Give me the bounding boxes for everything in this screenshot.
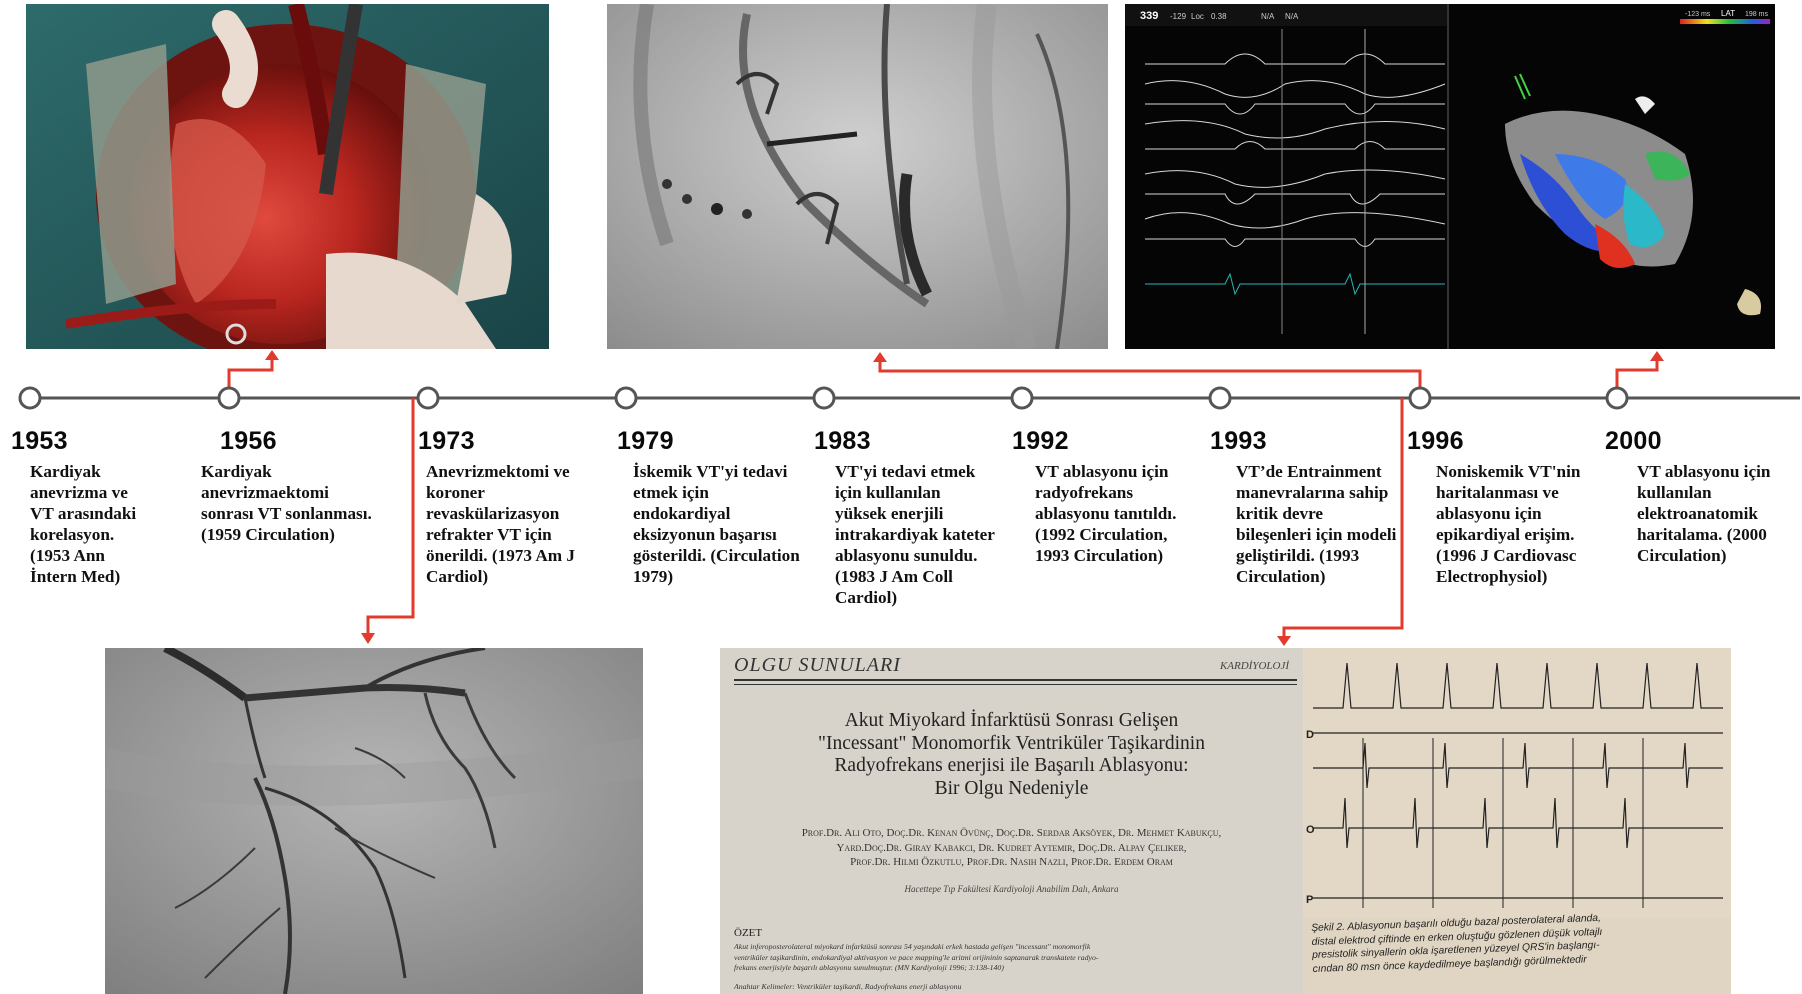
year-1992: 1992: [1012, 427, 1069, 456]
paper-scan: OLGU SUNULARI KARDİYOLOJİ Akut Miyokard …: [720, 648, 1303, 994]
year-1953: 1953: [11, 427, 68, 456]
node-1956: [219, 388, 239, 408]
paper-abstract-line-1: Akut inferoposterolateral miyokard infar…: [734, 942, 1098, 953]
ecg-label-o: O: [1306, 824, 1315, 836]
paper-abstract-heading: ÖZET: [734, 927, 762, 939]
mapping-na-1: N/A: [1261, 12, 1275, 21]
paper-title-line-2: "Incessant" Monomorfik Ventriküler Taşik…: [720, 733, 1303, 756]
mapping-value-1: -129: [1170, 12, 1187, 21]
paper-affiliation: Hacettepe Tıp Fakültesi Kardiyoloji Anab…: [720, 884, 1303, 894]
paper-section-header: OLGU SUNULARI: [734, 654, 901, 677]
node-1973: [418, 388, 438, 408]
timeline-nodes: [20, 388, 1627, 408]
mapping-rate: 339: [1140, 10, 1158, 22]
event-desc-1983: VT'yi tedavi etmek için kullanılan yükse…: [835, 461, 995, 608]
node-1953: [20, 388, 40, 408]
ecg-label-d: D: [1306, 729, 1314, 741]
mapping-na-2: N/A: [1285, 12, 1299, 21]
mapping-value-2: Loc: [1191, 12, 1204, 21]
node-1983: [814, 388, 834, 408]
node-1992: [1012, 388, 1032, 408]
event-desc-1992: VT ablasyonu için radyofrekans ablasyonu…: [1035, 461, 1195, 566]
mapping-system-screen: 339 -129 Loc 0.38 N/A N/A -123 ms LAT 19…: [1125, 4, 1775, 349]
event-desc-1993: VT’de Entrainment manevralarına sahip kr…: [1236, 461, 1398, 587]
connector-1973-arrowhead: [361, 633, 375, 644]
lat-max-label: 198 ms: [1745, 11, 1768, 18]
event-desc-1996: Noniskemik VT'nin haritalanması ve ablas…: [1436, 461, 1588, 587]
paper-title-line-1: Akut Miyokard İnfarktüsü Sonrası Gelişen: [720, 710, 1303, 733]
node-1996: [1410, 388, 1430, 408]
paper-abstract-line-2: ventriküler taşikardinin, endokardiyal a…: [734, 953, 1098, 964]
year-2000: 2000: [1605, 427, 1662, 456]
year-1979: 1979: [617, 427, 674, 456]
event-desc-1956: Kardiyak anevrizmaektomi sonrası VT sonl…: [201, 461, 376, 545]
connector-1992-arrowhead: [873, 352, 887, 362]
connector-2000-arrowhead: [1650, 351, 1664, 361]
fluoroscopy-catheter-photo: [607, 4, 1108, 349]
connector-1956-arrowhead: [265, 350, 279, 360]
mapping-value-3: 0.38: [1211, 12, 1227, 21]
connector-1956: [229, 358, 272, 390]
event-desc-1953: Kardiyak anevrizma ve VT arasındaki kore…: [30, 461, 155, 587]
paper-title-line-3: Radyofrekans enerjisi ile Başarılı Ablas…: [720, 755, 1303, 778]
event-desc-1973: Anevrizmektomi ve koroner revaskülarizas…: [426, 461, 598, 587]
connector-2000: [1617, 360, 1657, 390]
coronary-angiogram: [105, 648, 643, 994]
node-2000: [1607, 388, 1627, 408]
paper-abstract-line-3: frekans enerjisiyle başarılı ablasyonu s…: [734, 963, 1098, 974]
surgery-photo: [26, 4, 549, 349]
connector-1996-arrowhead: [1277, 636, 1291, 646]
lat-min-label: -123 ms: [1685, 11, 1711, 18]
year-1956: 1956: [220, 427, 277, 456]
node-1979: [616, 388, 636, 408]
paper-keywords: Anahtar Kelimeler: Ventriküler taşikardi…: [734, 982, 961, 991]
event-desc-2000: VT ablasyonu için kullanılan elektroanat…: [1637, 461, 1797, 566]
node-1993: [1210, 388, 1230, 408]
paper-title-line-4: Bir Olgu Nedeniyle: [720, 778, 1303, 801]
paper-authors-line-1: Prof.Dr. Ali Oto, Doç.Dr. Kenan Övünç, D…: [720, 826, 1303, 841]
paper-journal-header: KARDİYOLOJİ: [1220, 660, 1289, 672]
ecg-label-p: P: [1306, 894, 1313, 906]
paper-authors-line-3: Prof.Dr. Hilmi Özkutlu, Prof.Dr. Nasıh N…: [720, 855, 1303, 870]
lat-label: LAT: [1721, 9, 1735, 18]
connector-1992: [880, 362, 1420, 390]
year-1996: 1996: [1407, 427, 1464, 456]
paper-ecg-figure: D O P Şekil 2. Ablasyonun başarılı olduğ…: [1303, 648, 1731, 994]
year-1993: 1993: [1210, 427, 1267, 456]
paper-authors-line-2: Yard.Doç.Dr. Giray Kabakcı, Dr. Kudret A…: [720, 841, 1303, 856]
year-1973: 1973: [418, 427, 475, 456]
event-desc-1979: İskemik VT'yi tedavi etmek için endokard…: [633, 461, 801, 587]
year-1983: 1983: [814, 427, 871, 456]
